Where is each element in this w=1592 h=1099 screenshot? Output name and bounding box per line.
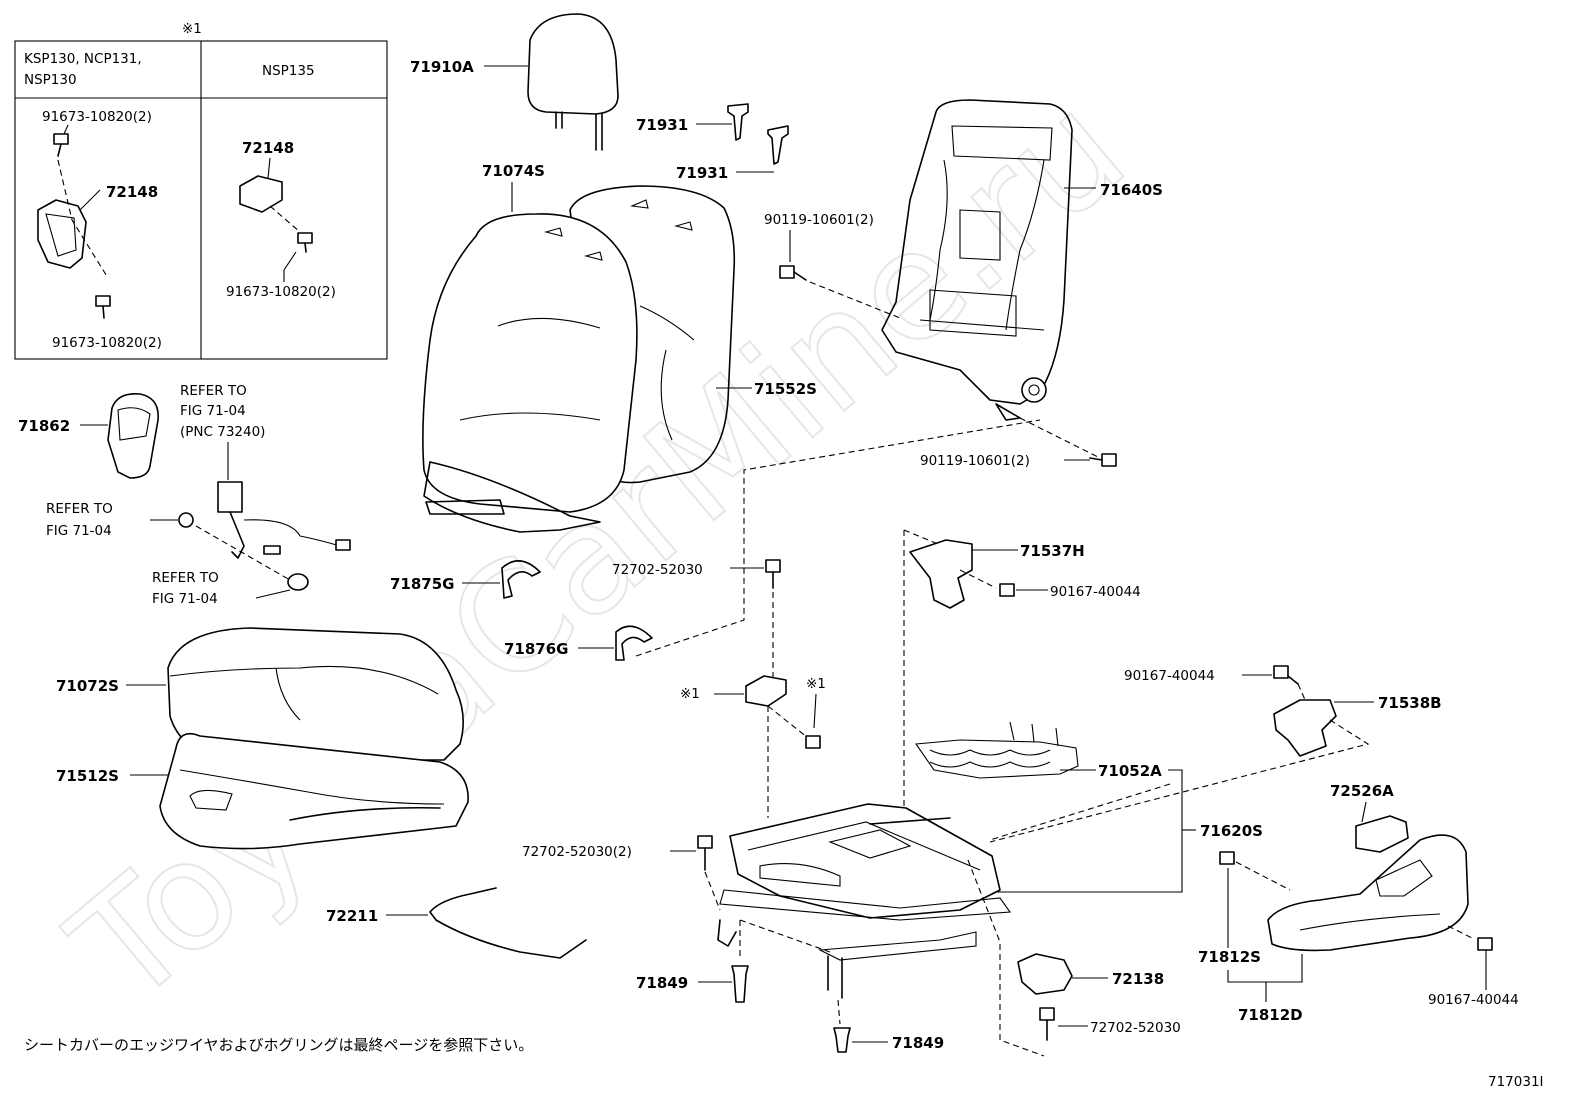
seat-spring-71052A (915, 721, 1079, 779)
bracket-mark1 (745, 675, 787, 707)
label-71640S: 71640S (1100, 181, 1163, 199)
label-72702-b: 72702-52030(2) (522, 844, 632, 860)
bolt-icon (779, 265, 807, 281)
figure-id: 717031I (1488, 1074, 1544, 1090)
mark1-a: ※1 (680, 686, 700, 702)
seat-belt-bracket-72148-b (239, 175, 283, 213)
bolt-icon (1219, 851, 1235, 865)
label-90119-b: 90119-10601(2) (920, 453, 1030, 469)
label-71552S: 71552S (754, 380, 817, 398)
label-72138: 72138 (1112, 970, 1164, 988)
bolt-icon (697, 835, 713, 871)
label-71931-b: 71931 (676, 164, 728, 182)
seat-frame-71620S (717, 803, 1012, 999)
bolt-icon (1273, 665, 1299, 685)
label-90167-c: 90167-40044 (1428, 992, 1519, 1008)
bolt-icon (765, 559, 781, 589)
bolt-icon (999, 583, 1015, 597)
label-71849-b: 71849 (892, 1034, 944, 1052)
ref2-line2: FIG 71-04 (46, 523, 112, 539)
bracket-71538B (1273, 699, 1337, 757)
inset-col1-bolt-bottom-label: 91673-10820(2) (52, 335, 162, 351)
seatback-cover-71074S (422, 213, 638, 533)
ref1-line3: (PNC 73240) (180, 424, 265, 440)
label-71072S: 71072S (56, 677, 119, 695)
label-71538B: 71538B (1378, 694, 1442, 712)
ref2-line1: REFER TO (46, 501, 113, 517)
label-71812D: 71812D (1238, 1006, 1303, 1024)
ref3-line1: REFER TO (152, 570, 219, 586)
ref1-line2: FIG 71-04 (180, 403, 246, 419)
inset-col1-bracket-label: 72148 (106, 183, 158, 201)
bolt-icon (297, 232, 313, 253)
bolt-icon (1477, 937, 1493, 951)
label-71931-a: 71931 (636, 116, 688, 134)
ref1-line1: REFER TO (180, 383, 247, 399)
inset-col2-head: NSP135 (262, 63, 315, 79)
ref3-line2: FIG 71-04 (152, 591, 218, 607)
label-90167-b: 90167-40044 (1124, 668, 1215, 684)
inset-col2-bracket-label: 72148 (242, 139, 294, 157)
label-90119-a: 90119-10601(2) (764, 212, 874, 228)
seat-cushion-pad-71512S (159, 732, 469, 850)
shield-knob-72526A (1355, 815, 1409, 853)
seatbelt-buckle (217, 481, 351, 559)
inset-col2-bolt-label: 91673-10820(2) (226, 284, 336, 300)
clip-71875G (501, 560, 541, 599)
label-71910A: 71910A (410, 58, 474, 76)
bolt-icon (95, 295, 111, 319)
label-72211: 72211 (326, 907, 378, 925)
label-72702-c: 72702-52030 (1090, 1020, 1181, 1036)
headrest-guide-71931 (727, 103, 749, 141)
cap-72138 (1017, 953, 1073, 995)
bracket-71537H (909, 539, 973, 609)
bolt-icon (805, 735, 821, 749)
label-71620S: 71620S (1200, 822, 1263, 840)
seat-belt-bracket-72148-a (37, 199, 87, 269)
label-71875G: 71875G (390, 575, 455, 593)
pin-71849-b (833, 1027, 851, 1053)
bolt-icon (1039, 1007, 1055, 1041)
headrest-guide-71931 (767, 125, 789, 165)
clip-71876G (615, 625, 653, 661)
label-72526A: 72526A (1330, 782, 1394, 800)
variant-inset: ※1 KSP130, NCP131, NSP130 NSP135 91673-1… (14, 21, 388, 360)
wire-72211 (429, 887, 587, 959)
label-71876G: 71876G (504, 640, 569, 658)
label-90167-a: 90167-40044 (1050, 584, 1141, 600)
side-shield-71812D (1267, 834, 1469, 952)
label-71849-a: 71849 (636, 974, 688, 992)
label-71862: 71862 (18, 417, 70, 435)
headrest-71910A (527, 13, 619, 151)
label-72702-a: 72702-52030 (612, 562, 703, 578)
bolt-icon (53, 133, 69, 157)
pin-71849-a (731, 965, 749, 1003)
mark1-b: ※1 (806, 676, 826, 692)
label-71812S: 71812S (1198, 948, 1261, 966)
label-71512S: 71512S (56, 767, 119, 785)
inset-col1-head-l2: NSP130 (24, 72, 77, 88)
footnote: シートカバーのエッジワイヤおよびホグリングは最終ページを参照下さい。 (24, 1036, 533, 1054)
label-71074S: 71074S (482, 162, 545, 180)
washer-icon (287, 573, 309, 591)
nut-icon (178, 512, 194, 528)
label-71537H: 71537H (1020, 542, 1085, 560)
inset-mark: ※1 (182, 21, 202, 37)
belt-cover-71862 (107, 392, 159, 479)
seatback-frame-71640S (881, 99, 1073, 421)
inset-col1-bolt-top-label: 91673-10820(2) (42, 109, 152, 125)
inset-col1-head-l1: KSP130, NCP131, (24, 51, 142, 67)
seatback-pad-71552S (569, 185, 736, 484)
label-71052A: 71052A (1098, 762, 1162, 780)
bolt-icon (1089, 453, 1117, 467)
